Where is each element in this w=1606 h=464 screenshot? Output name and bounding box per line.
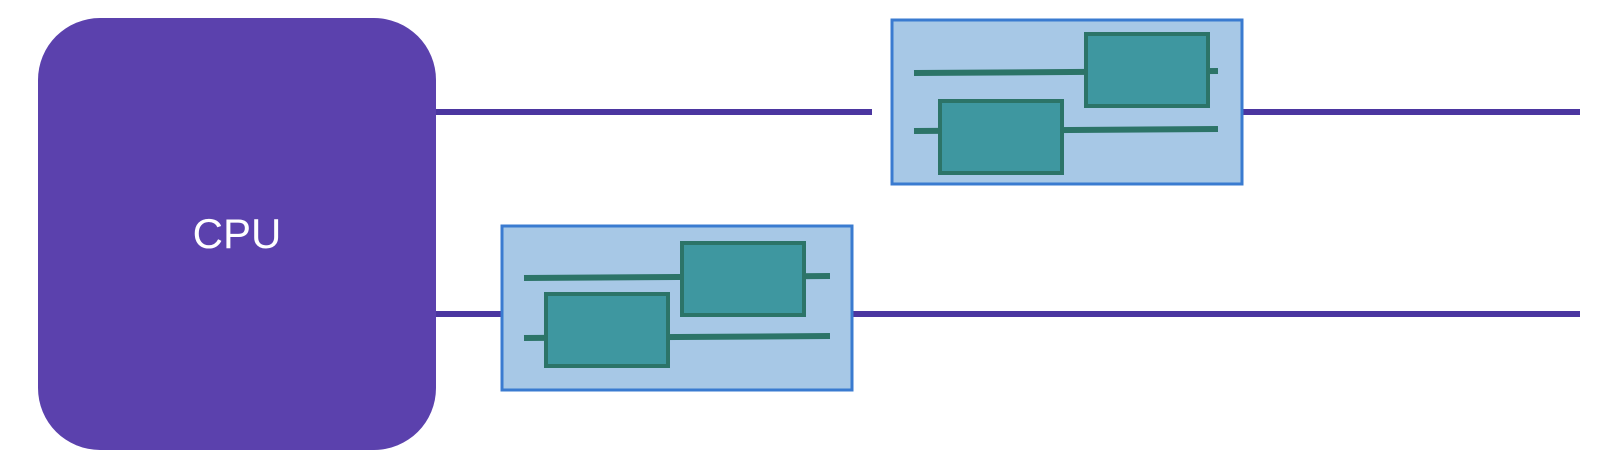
lower-module-chip-top bbox=[680, 241, 806, 317]
lower-module-chip-bottom bbox=[544, 292, 670, 368]
upper-module bbox=[890, 18, 1244, 186]
cpu-label: CPU bbox=[193, 210, 282, 257]
cpu-box bbox=[38, 18, 436, 450]
cpu-block: CPU bbox=[38, 18, 436, 450]
upper-module-chip-bottom bbox=[938, 99, 1064, 175]
upper-module-chip-top bbox=[1084, 32, 1210, 108]
lower-module bbox=[500, 224, 854, 392]
